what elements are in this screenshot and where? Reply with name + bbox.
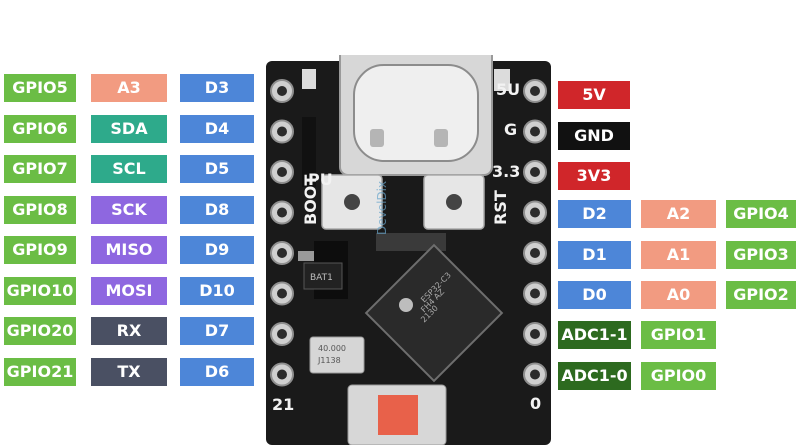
antenna-block: [378, 395, 418, 435]
pin-hole: [277, 207, 287, 218]
analog-label: A1: [641, 240, 716, 269]
pin-hole: [530, 329, 540, 339]
silk-pu: PU: [308, 170, 333, 189]
function-label: A3: [91, 74, 167, 102]
digital-pin-label: D9: [180, 236, 254, 264]
pin-hole: [277, 167, 287, 177]
silk-5v: 5U: [496, 80, 520, 99]
digital-pin-label: D10: [180, 276, 254, 305]
pin-hole: [530, 207, 540, 218]
pin-hole: [530, 248, 540, 258]
digital-pin-label: D1: [558, 240, 631, 269]
pin-hole: [277, 126, 287, 137]
digital-pin-label: D4: [180, 114, 254, 143]
boot-button-cap: [344, 194, 360, 210]
pin-hole: [277, 86, 287, 96]
esp32-c3-chip: [364, 243, 504, 383]
function-label: SCL: [91, 155, 167, 183]
pin-hole: [277, 369, 287, 380]
gpio-label: GPIO3: [726, 240, 796, 269]
silk-rst: RST: [491, 190, 510, 225]
analog-label: A0: [641, 281, 716, 309]
gpio-label: GPIO7: [4, 155, 76, 183]
power-label: GND: [558, 121, 630, 150]
capacitor: [494, 69, 510, 91]
analog-label: A2: [641, 200, 716, 228]
usb-c-tab: [434, 129, 448, 147]
power-label: 3V3: [558, 162, 630, 190]
pin-hole: [530, 126, 540, 137]
gpio-label: GPIO4: [726, 200, 796, 228]
crystal-marking: 40.000: [318, 344, 346, 353]
usb-c-tab: [370, 129, 384, 147]
adc-label: ADC1-1: [558, 321, 631, 349]
gpio-label: GPIO8: [4, 195, 76, 224]
gpio-label: GPIO9: [4, 236, 76, 264]
function-label: MISO: [91, 236, 167, 264]
resistor: [298, 251, 322, 261]
pin-hole: [530, 167, 540, 177]
gpio-label: GPIO0: [641, 361, 716, 390]
silk-21: 21: [272, 395, 294, 414]
inductor: [376, 233, 446, 251]
digital-pin-label: D3: [180, 74, 254, 102]
power-label: 5V: [558, 81, 630, 109]
function-label: SCK: [91, 195, 167, 224]
gpio-label: GPIO6: [4, 114, 76, 143]
gpio-label: GPIO2: [726, 281, 796, 309]
function-label: SDA: [91, 114, 167, 143]
crystal-marking: J1138: [317, 356, 341, 365]
gpio-label: GPIO1: [641, 321, 716, 349]
pin-hole: [277, 248, 287, 258]
crystal: [309, 336, 365, 374]
digital-pin-label: D5: [180, 155, 254, 183]
pin-hole: [530, 86, 540, 96]
function-label: TX: [91, 357, 167, 386]
bat-text: BAT1: [310, 273, 333, 283]
digital-pin-label: D8: [180, 195, 254, 224]
digital-pin-label: D0: [558, 281, 631, 309]
chip-logo: [399, 298, 413, 312]
gpio-label: GPIO20: [4, 317, 76, 345]
bat-chip: [303, 262, 343, 290]
silk-boot: BOOT: [301, 175, 320, 225]
silk-0: 0: [530, 394, 541, 413]
pin-hole: [530, 288, 540, 299]
pin-hole: [277, 288, 287, 299]
gpio-label: GPIO21: [4, 357, 76, 386]
digital-pin-label: D7: [180, 317, 254, 345]
function-label: MOSI: [91, 276, 167, 305]
digital-pin-label: D2: [558, 200, 631, 228]
watermark: DevelDix: [375, 181, 389, 235]
regulator: [302, 117, 316, 187]
gpio-label: GPIO10: [4, 276, 76, 305]
gpio-label: GPIO5: [4, 74, 76, 102]
pin-hole: [277, 329, 287, 339]
reset-button-cap: [446, 194, 462, 210]
led: [302, 69, 316, 89]
silk-3v3: 3.3: [492, 162, 520, 181]
silk-g: G: [504, 120, 517, 139]
pin-hole: [530, 369, 540, 380]
digital-pin-label: D6: [180, 357, 254, 386]
adc-label: ADC1-0: [558, 361, 631, 390]
function-label: RX: [91, 317, 167, 345]
